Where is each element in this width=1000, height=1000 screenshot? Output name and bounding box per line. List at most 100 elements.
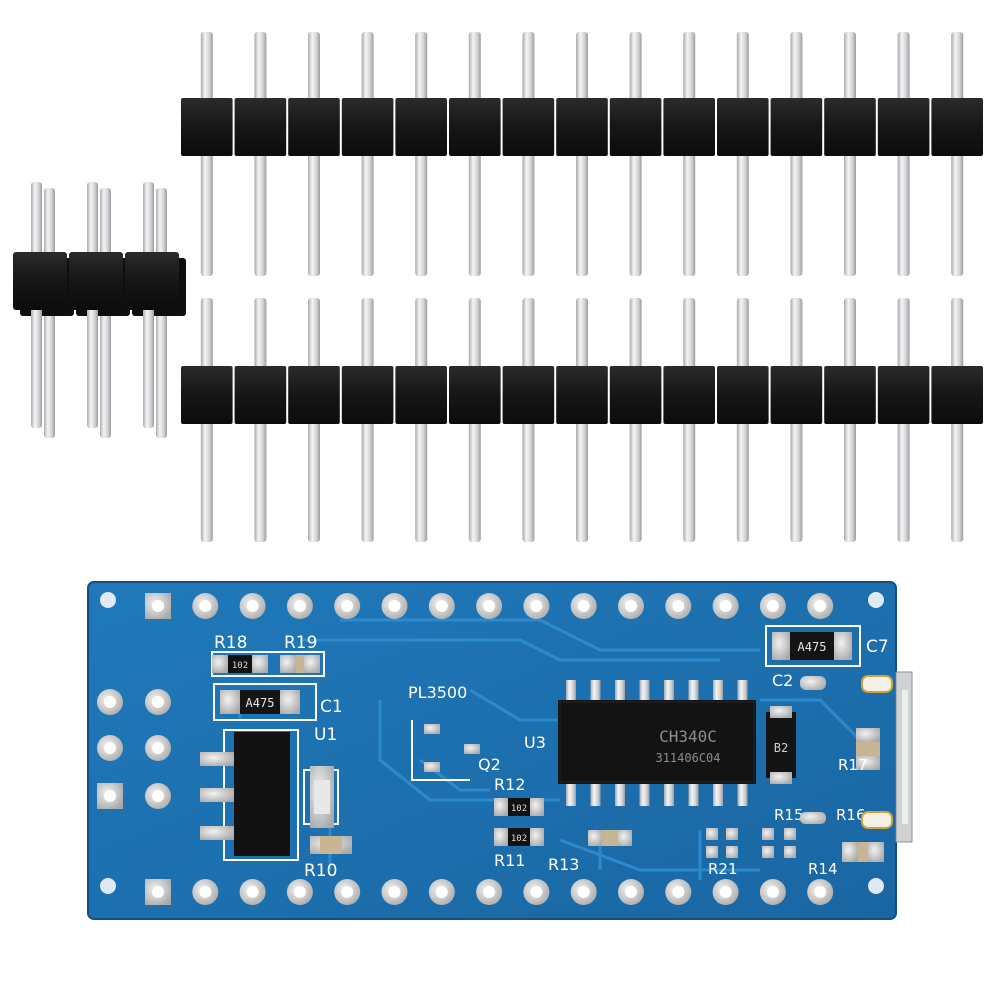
chip-name: CH340C xyxy=(659,727,717,746)
voltage-regulator xyxy=(200,729,299,861)
res-r18-marking: 102 xyxy=(232,661,248,671)
header-block xyxy=(234,366,287,424)
pin-hole xyxy=(435,600,448,612)
header-block xyxy=(663,366,715,424)
pin-hole xyxy=(104,696,116,708)
header-block xyxy=(181,366,233,424)
label-r16: R16 xyxy=(836,806,866,824)
header-block xyxy=(69,252,123,310)
capacitor-c2 xyxy=(800,676,826,690)
header-block xyxy=(609,98,662,156)
pin-hole xyxy=(293,600,306,612)
mount-hole xyxy=(100,592,116,608)
resistor-r12: 102 xyxy=(494,798,544,816)
chip-pin xyxy=(737,780,748,806)
top-pin-pads xyxy=(145,593,834,619)
header-block xyxy=(663,98,715,156)
resistor-r18-r19: 102 xyxy=(211,651,325,677)
header-block xyxy=(877,98,930,156)
header-block xyxy=(770,366,823,424)
pin-hole xyxy=(530,600,543,612)
pin-hole xyxy=(483,886,496,898)
mount-hole xyxy=(100,878,116,894)
chip-pin xyxy=(639,680,650,704)
usb-connector xyxy=(895,671,913,843)
res-r11-marking: 102 xyxy=(511,834,527,844)
pin-hole xyxy=(483,600,496,612)
label-r19: R19 xyxy=(284,633,317,653)
capacitor-c1: A475 xyxy=(213,683,317,721)
header-block xyxy=(502,366,555,424)
label-r10: R10 xyxy=(304,861,337,881)
pin-hole xyxy=(152,790,164,802)
pin-hole xyxy=(577,600,590,612)
header-block xyxy=(395,98,447,156)
pin-hole xyxy=(814,600,827,612)
pin-hole xyxy=(814,886,827,898)
pin-hole xyxy=(152,886,164,898)
led xyxy=(861,675,893,693)
resistor-r13 xyxy=(588,830,632,846)
header-block xyxy=(449,98,501,156)
header-block xyxy=(395,366,447,424)
pcb-traces xyxy=(238,618,862,880)
label-u3: U3 xyxy=(524,733,546,752)
label-c7: C7 xyxy=(866,637,889,657)
label-r17: R17 xyxy=(838,756,868,774)
chip-pin xyxy=(590,780,601,806)
chip-pin xyxy=(713,780,723,806)
header-block xyxy=(556,366,608,424)
header-block xyxy=(288,98,340,156)
mount-hole xyxy=(868,592,884,608)
crystal-b2: B2 xyxy=(766,706,796,784)
header-3-dual xyxy=(13,182,186,438)
resistor-r10 xyxy=(310,836,352,854)
chip-pin xyxy=(639,780,650,806)
resistor-r11: 102 xyxy=(494,828,544,846)
label-r12: R12 xyxy=(494,775,525,794)
nano-board: 102 R18 R19 A475 C1 U1 xyxy=(87,581,913,920)
capacitor-c7: A475 xyxy=(765,625,861,667)
label-r15: R15 xyxy=(774,806,804,824)
ch340c-chip: CH340C 311406C04 xyxy=(558,700,756,784)
pin-hole xyxy=(341,600,354,612)
header-block xyxy=(502,98,555,156)
label-pl3500: PL3500 xyxy=(408,683,467,702)
chip-code: 311406C04 xyxy=(655,751,720,765)
label-b2: B2 xyxy=(774,741,788,755)
header-block xyxy=(770,98,823,156)
header-block xyxy=(125,252,179,310)
pin-hole xyxy=(672,600,685,612)
pin-hole xyxy=(341,886,354,898)
header-block xyxy=(931,366,983,424)
label-r14: R14 xyxy=(808,860,838,878)
label-c1: C1 xyxy=(320,697,343,717)
diode xyxy=(303,766,339,828)
pin-hole xyxy=(672,886,685,898)
pin-hole xyxy=(388,886,401,898)
label-u1: U1 xyxy=(314,725,337,745)
mount-hole xyxy=(868,878,884,894)
chip-pin xyxy=(713,680,723,704)
header-block xyxy=(13,252,67,310)
header-block xyxy=(288,366,340,424)
pin-hole xyxy=(199,886,212,898)
pin-hole xyxy=(719,600,732,612)
label-r13: R13 xyxy=(548,855,579,874)
pin-hole xyxy=(246,886,259,898)
chip-pin xyxy=(615,780,625,806)
pin-hole xyxy=(104,742,116,754)
header-block xyxy=(341,366,394,424)
pin-hole xyxy=(625,600,637,612)
header-block xyxy=(717,98,769,156)
pin-hole xyxy=(719,886,732,898)
header-block xyxy=(181,98,233,156)
resistor-r17 xyxy=(856,728,880,770)
chip-pin xyxy=(688,680,699,704)
header-15-top xyxy=(181,32,983,276)
chip-pin xyxy=(566,680,576,704)
header-block xyxy=(341,98,394,156)
pin-hole xyxy=(246,600,259,612)
pin-hole xyxy=(766,600,779,612)
